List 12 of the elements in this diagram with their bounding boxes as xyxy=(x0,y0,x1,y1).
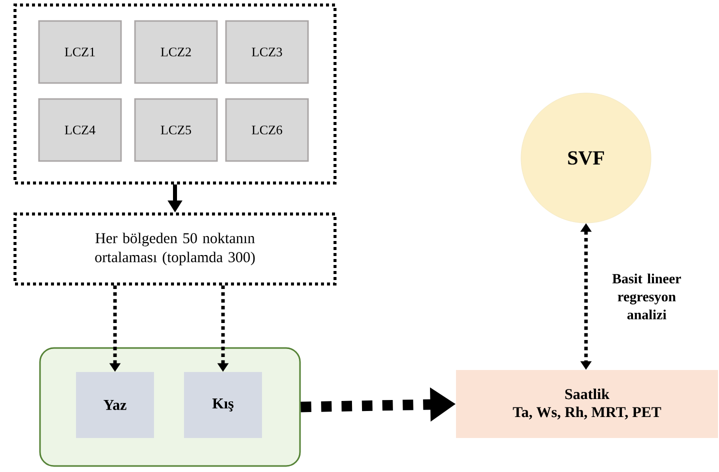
lcz-box: LCZ1 xyxy=(38,20,122,84)
lcz-box: LCZ2 xyxy=(134,20,218,84)
lcz-box: LCZ5 xyxy=(134,98,218,162)
lcz-box: LCZ4 xyxy=(38,98,122,162)
edge-label: Basit lineer regresyon analizi xyxy=(612,274,682,320)
process-box: Her bölgeden 50 noktanın ortalaması (toplamda 300) xyxy=(14,212,336,286)
result-box: Saatlik Ta, Ws, Rh, MRT, PET xyxy=(456,370,718,438)
lcz-box: LCZ3 xyxy=(225,20,309,84)
frame-box xyxy=(14,4,336,184)
season-box: Kış xyxy=(184,372,262,438)
season-box: Yaz xyxy=(76,372,154,438)
lcz-box: LCZ6 xyxy=(225,98,309,162)
